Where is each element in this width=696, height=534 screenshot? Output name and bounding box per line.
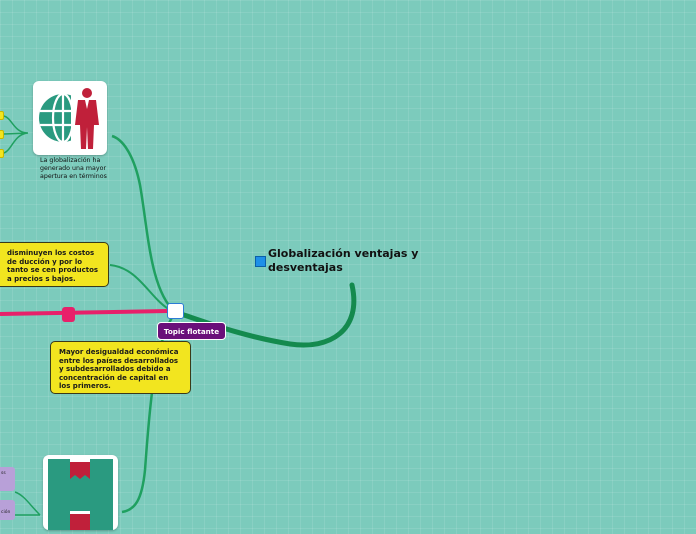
central-topic-marker <box>255 256 266 267</box>
bookmark-icon <box>48 459 113 530</box>
branch-chips-bottom <box>14 491 41 516</box>
central-topic[interactable]: Globalización ventajas y desventajas <box>268 247 419 274</box>
globalizacion-image-card[interactable] <box>33 81 107 155</box>
relationship-control-point[interactable] <box>62 307 75 322</box>
floating-topic-handle[interactable] <box>167 303 184 319</box>
branch-central <box>172 282 357 348</box>
topic-costos[interactable]: disminuyen los costos de ducción y por l… <box>0 242 109 287</box>
yellow-chip-3[interactable] <box>0 149 4 158</box>
branch-globalizacion <box>111 134 176 313</box>
branch-chips-top <box>3 115 29 154</box>
branch-costos <box>109 264 173 312</box>
globe-businessman-icon <box>39 88 101 153</box>
topic-desigualdad[interactable]: Mayor desigualdad económica entre los pa… <box>50 341 191 394</box>
purple-chip-bottom[interactable]: ción <box>0 500 15 520</box>
bookmarks-image-card[interactable] <box>43 455 118 530</box>
relationship-line <box>0 309 169 316</box>
purple-chip-top[interactable]: ss <box>0 467 15 491</box>
yellow-chip-2[interactable] <box>0 130 4 139</box>
globalizacion-caption[interactable]: La globalización ha generado una mayor a… <box>40 157 107 180</box>
floating-topic[interactable]: Topic flotante <box>157 322 226 340</box>
yellow-chip-1[interactable] <box>0 111 4 120</box>
